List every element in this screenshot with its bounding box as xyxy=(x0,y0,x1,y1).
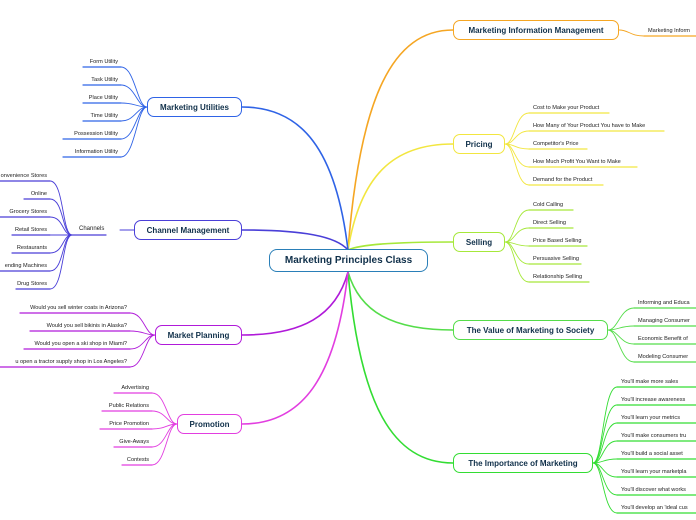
edge-utilities-5 xyxy=(120,106,148,158)
leaf-selling-0[interactable]: Cold Calling xyxy=(533,202,564,208)
leaf-utilities-5[interactable]: Information Utility xyxy=(74,149,118,155)
edge-channel-6 xyxy=(49,234,73,290)
leaf-channel-5[interactable]: ending Machines xyxy=(4,263,47,269)
leaf-selling-2[interactable]: Price Based Selling xyxy=(533,238,582,244)
leaf-channel-3[interactable]: Retail Stores xyxy=(14,227,47,233)
node-value-of-marketing-to-society[interactable]: The Value of Marketing to Society xyxy=(453,320,608,340)
leaf-importance-0[interactable]: You'll make more sales xyxy=(621,379,679,385)
leaf-planning-2[interactable]: Would you open a ski shop in Miami? xyxy=(34,341,127,347)
leaf-importance-7[interactable]: You'll develop an 'ideal cus xyxy=(621,505,688,511)
leaf-importance-4[interactable]: You'll build a social asset xyxy=(621,451,683,457)
edge-selling-0 xyxy=(504,209,530,243)
leaf-society-3[interactable]: Modeling Consumer xyxy=(638,354,689,360)
node-marketing-utilities[interactable]: Marketing Utilities xyxy=(147,97,242,117)
edge-root-utilities xyxy=(241,106,349,251)
edge-selling-1 xyxy=(504,227,530,243)
node-pricing[interactable]: Pricing xyxy=(453,134,505,154)
edge-selling-4 xyxy=(504,241,530,283)
leaf-selling-3[interactable]: Persuasive Selling xyxy=(533,256,580,262)
edge-society-0 xyxy=(607,307,635,331)
leaf-info-0[interactable]: Marketing Inform xyxy=(648,28,690,34)
leaf-utilities-3[interactable]: Time Utility xyxy=(90,113,118,119)
edge-utilities-4 xyxy=(120,106,148,140)
leaf-promotion-0[interactable]: Advertising xyxy=(121,385,149,391)
leaf-planning-0[interactable]: Would you sell winter coats in Arizona? xyxy=(30,305,127,311)
edge-planning-1 xyxy=(129,330,156,336)
leaf-society-0[interactable]: Informing and Educa xyxy=(638,300,690,306)
edge-root-promotion xyxy=(241,271,349,425)
node-promotion[interactable]: Promotion xyxy=(177,414,242,434)
edge-utilities-0 xyxy=(120,66,148,108)
leaf-importance-3[interactable]: You'll make consumers tru xyxy=(621,433,687,439)
edge-root-channel xyxy=(241,229,349,251)
edge-channel-1 xyxy=(49,198,73,236)
leaf-channel-2[interactable]: Grocery Stores xyxy=(9,209,47,215)
edge-info-0 xyxy=(618,29,645,37)
leaf-promotion-3[interactable]: Give-Aways xyxy=(119,439,149,445)
edge-root-importance xyxy=(347,271,454,464)
edge-root-pricing xyxy=(347,143,454,251)
edge-root-selling xyxy=(347,241,454,251)
leaf-promotion-2[interactable]: Price Promotion xyxy=(109,421,149,427)
edge-importance-6 xyxy=(592,462,618,496)
leaf-promotion-4[interactable]: Contests xyxy=(126,457,149,463)
edge-planning-0 xyxy=(129,312,156,336)
edge-pricing-1 xyxy=(504,130,530,145)
node-market-planning[interactable]: Market Planning xyxy=(155,325,242,345)
edge-selling-3 xyxy=(504,241,530,265)
leaf-channel-6[interactable]: Drug Stores xyxy=(17,281,47,287)
leaf-pricing-3[interactable]: How Much Profit You Want to Make xyxy=(533,159,621,165)
edge-promotion-0 xyxy=(151,392,178,425)
edge-society-3 xyxy=(607,329,635,363)
leaf-importance-2[interactable]: You'll learn your metrics xyxy=(621,415,680,421)
edge-importance-2 xyxy=(592,422,618,464)
node-importance-of-marketing[interactable]: The Importance of Marketing xyxy=(453,453,593,473)
channels-label: Channels xyxy=(79,226,105,232)
edge-pricing-0 xyxy=(504,112,530,145)
leaf-utilities-2[interactable]: Place Utility xyxy=(88,95,118,101)
edge-society-1 xyxy=(607,325,635,331)
edge-planning-3 xyxy=(129,334,156,368)
leaf-importance-6[interactable]: You'll discover what works xyxy=(621,487,686,493)
leaf-society-2[interactable]: Economic Benefit of xyxy=(638,336,688,342)
edge-channel-2 xyxy=(49,216,73,236)
edge-importance-0 xyxy=(592,386,618,464)
edge-promotion-4 xyxy=(151,423,178,466)
edge-utilities-1 xyxy=(120,84,148,108)
leaf-channel-4[interactable]: Restaurants xyxy=(16,245,47,251)
leaf-pricing-1[interactable]: How Many of Your Product You have to Mak… xyxy=(533,123,646,129)
edge-root-planning xyxy=(241,271,349,336)
leaf-society-1[interactable]: Managing Consumer xyxy=(638,318,690,324)
edge-importance-7 xyxy=(592,462,618,514)
leaf-selling-1[interactable]: Direct Selling xyxy=(533,220,566,226)
leaf-utilities-0[interactable]: Form Utility xyxy=(89,59,118,65)
edge-utilities-2 xyxy=(120,102,148,108)
leaf-planning-3[interactable]: u open a tractor supply shop in Los Ange… xyxy=(15,359,127,365)
leaf-pricing-0[interactable]: Cost to Make your Product xyxy=(533,105,600,111)
edge-pricing-4 xyxy=(504,143,530,186)
leaf-importance-5[interactable]: You'll learn your marketpla xyxy=(621,469,687,475)
edge-channel-0 xyxy=(49,180,73,236)
leaf-selling-4[interactable]: Relationship Selling xyxy=(533,274,583,280)
leaf-utilities-4[interactable]: Possession Utility xyxy=(74,131,118,137)
leaf-importance-1[interactable]: You'll increase awareness xyxy=(621,397,686,403)
leaf-pricing-4[interactable]: Demand for the Product xyxy=(533,177,593,183)
leaf-planning-1[interactable]: Would you sell bikinis in Alaska? xyxy=(46,323,127,329)
root-node[interactable]: Marketing Principles Class xyxy=(269,249,428,272)
node-marketing-information-management[interactable]: Marketing Information Management xyxy=(453,20,619,40)
edge-root-info xyxy=(347,29,454,251)
leaf-channel-1[interactable]: Online xyxy=(30,191,47,197)
leaf-utilities-1[interactable]: Task Utility xyxy=(91,77,118,83)
edge-importance-3 xyxy=(592,440,618,464)
edge-promotion-1 xyxy=(151,410,178,425)
leaf-promotion-1[interactable]: Public Relations xyxy=(108,403,149,409)
leaf-pricing-2[interactable]: Competitor's Price xyxy=(533,141,579,147)
node-selling[interactable]: Selling xyxy=(453,232,505,252)
leaf-channel-0[interactable]: onvenience Stores xyxy=(0,173,47,179)
edge-root-society xyxy=(347,271,454,331)
node-channel-management[interactable]: Channel Management xyxy=(134,220,242,240)
